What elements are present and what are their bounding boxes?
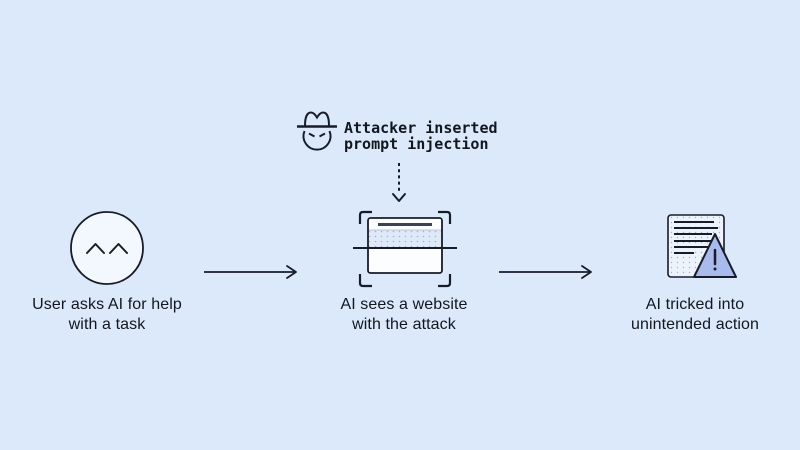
arrowhead: [581, 265, 592, 279]
attacker-caption-line2: prompt injection: [344, 135, 489, 153]
flow-arrow-2: [499, 265, 592, 279]
step-label-website-line2: with the attack: [352, 316, 456, 333]
smiley-left-eye: [86, 243, 105, 254]
step-label-user-line2: with a task: [68, 316, 146, 333]
step-label-user: User asks AI for help with a task: [0, 295, 217, 335]
step-label-action-line1: AI tricked into: [645, 296, 745, 313]
injected-content-dots: [369, 230, 441, 248]
spy-incognito-icon: [297, 111, 337, 151]
smiley-face-icon: [70, 211, 144, 285]
arrowhead: [286, 265, 297, 279]
bracket-top-left: [358, 210, 372, 224]
bracket-bottom-right: [438, 274, 452, 288]
spy-left-eye: [308, 132, 315, 138]
dotted-arrow-down: [392, 163, 406, 202]
smiley-right-eye: [109, 243, 128, 254]
arrowhead: [392, 193, 406, 202]
step-label-action-line2: unintended action: [630, 316, 760, 333]
smiley-circle: [70, 211, 144, 285]
website-scan-icon: [353, 210, 457, 288]
step-label-website-line1: AI sees a website: [340, 296, 468, 313]
spy-right-eye: [319, 132, 326, 138]
bracket-bottom-left: [358, 274, 372, 288]
spy-face: [302, 130, 332, 151]
step-label-user-line1: User asks AI for help: [32, 296, 182, 313]
document-warning-icon: [667, 214, 737, 278]
step-label-website: AI sees a website with the attack: [294, 295, 514, 335]
attacker-caption-line1: Attacker inserted: [344, 119, 498, 137]
step-label-action: AI tricked into unintended action: [585, 295, 800, 335]
spy-hat-crown: [304, 111, 330, 126]
warning-exclamation-dot: [713, 267, 717, 271]
attacker-caption: Attacker inserted prompt injection: [344, 120, 498, 152]
bracket-top-right: [438, 210, 452, 224]
flow-arrow-1: [204, 265, 297, 279]
